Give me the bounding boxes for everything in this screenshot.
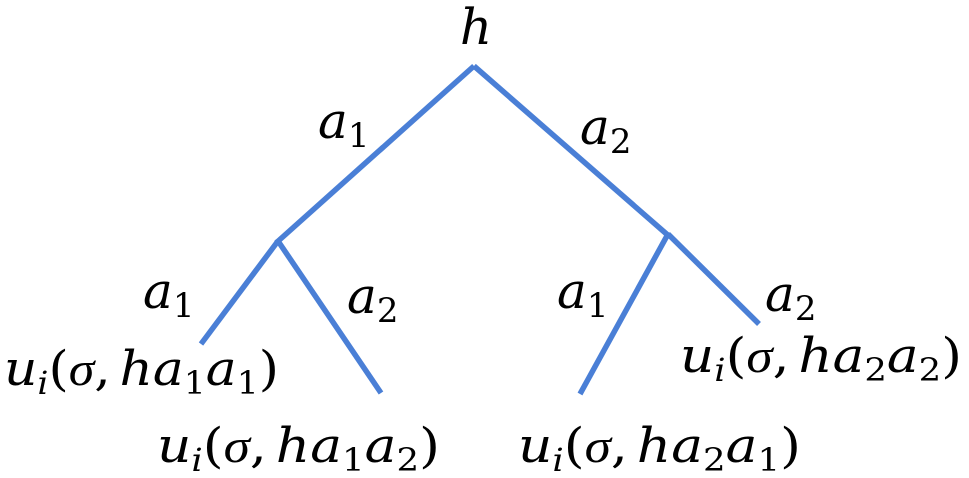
leaf-utility-1: ui(σ,ha1a1) <box>4 341 279 402</box>
edge-left-left <box>198 239 281 346</box>
edge-label-root-right: a2 <box>580 98 631 162</box>
edge-label-leaf-4: a2 <box>765 265 816 329</box>
edge-label-leaf-3: a1 <box>557 262 608 326</box>
edge-label-leaf-2: a2 <box>347 267 398 331</box>
edge-right-right <box>666 232 761 326</box>
edge-left-right <box>275 239 384 395</box>
edge-right-left <box>577 232 671 396</box>
edge-root-left <box>274 63 476 246</box>
tree-edges <box>198 63 761 396</box>
root-label: h <box>460 0 492 56</box>
edge-label-root-left: a1 <box>318 92 369 156</box>
edge-root-right <box>472 63 672 240</box>
edge-label-leaf-1: a1 <box>143 262 194 326</box>
